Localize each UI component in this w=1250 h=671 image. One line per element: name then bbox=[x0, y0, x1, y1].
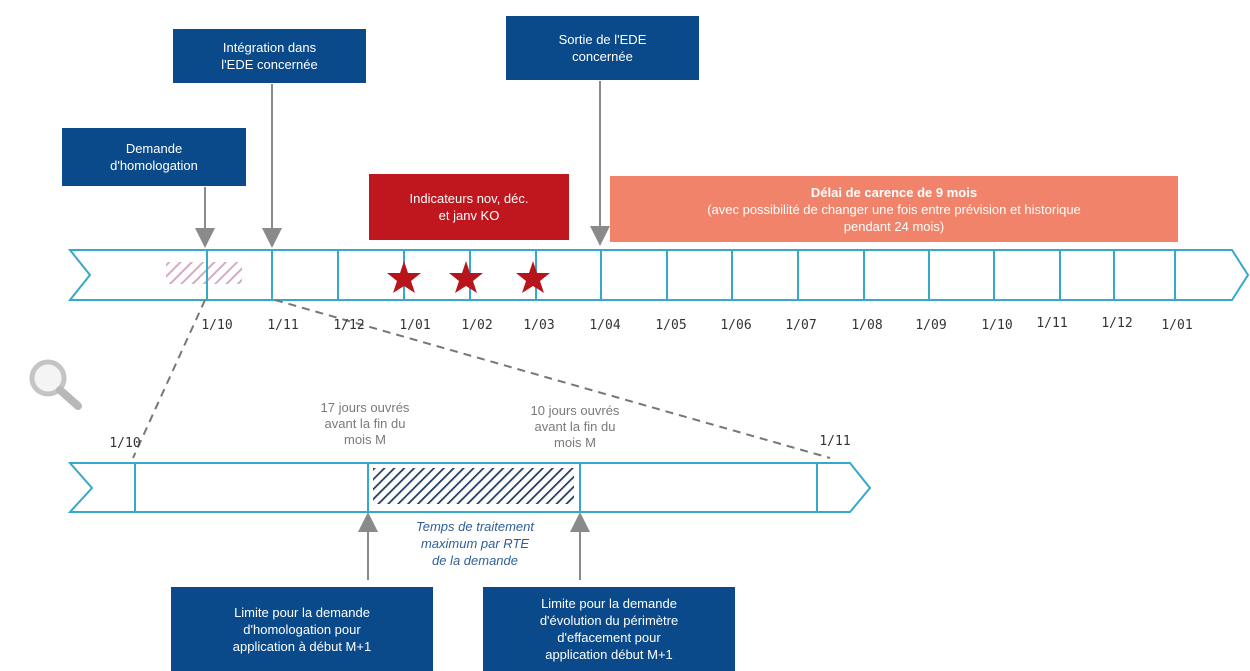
pending-hatch bbox=[166, 262, 242, 284]
month-label: 1/01 bbox=[399, 318, 431, 333]
indicators-ko-box: Indicateurs nov, déc. et janv KO bbox=[369, 174, 569, 240]
month-label: 1/12 bbox=[333, 318, 365, 333]
month-label: 1/06 bbox=[720, 318, 752, 333]
homologation-request-box: Demande d'homologation bbox=[62, 128, 246, 186]
month-label: 1/09 bbox=[915, 318, 947, 333]
zoom-line-right bbox=[274, 299, 831, 459]
month-label: 1/11 bbox=[267, 318, 299, 333]
ko-stars bbox=[387, 261, 550, 293]
limit-homologation-box: Limite pour la demande d'homologation po… bbox=[171, 587, 433, 671]
zoom-timeline-dividers bbox=[134, 463, 818, 512]
month-label: 1/05 bbox=[655, 318, 687, 333]
month-label: 1/08 bbox=[851, 318, 883, 333]
processing-hatch bbox=[373, 468, 574, 504]
month-label: 1/10 bbox=[201, 318, 233, 333]
limit-perimeter-box: Limite pour la demande d'évolution du pé… bbox=[483, 587, 735, 671]
ede-exit-box: Sortie de l'EDE concernée bbox=[506, 16, 699, 80]
month-label: 1/02 bbox=[461, 318, 493, 333]
processing-time-note: Temps de traitement maximum par RTE de l… bbox=[415, 519, 535, 568]
main-timeline bbox=[67, 249, 1250, 301]
waiting-period-box: Délai de carence de 9 mois (avec possibi… bbox=[610, 176, 1178, 242]
zoom-line-left bbox=[132, 299, 206, 459]
month-label: 1/01 bbox=[1161, 318, 1193, 333]
month-label: 1/04 bbox=[589, 318, 621, 333]
note-17-days: 17 jours ouvrés avant la fin du mois M bbox=[320, 400, 410, 447]
zoom-end-label: 1/11 bbox=[819, 434, 851, 449]
month-label: 1/07 bbox=[785, 318, 817, 333]
waiting-period-detail: (avec possibilité de changer une fois en… bbox=[707, 201, 1081, 234]
star-icon bbox=[449, 261, 483, 293]
month-label: 1/03 bbox=[523, 318, 555, 333]
star-icon bbox=[516, 261, 550, 293]
star-icon bbox=[387, 261, 421, 293]
month-label: 1/12 bbox=[1101, 316, 1133, 331]
month-label: 1/10 bbox=[981, 318, 1013, 333]
waiting-period-title: Délai de carence de 9 mois bbox=[810, 184, 978, 200]
month-label: 1/11 bbox=[1036, 316, 1068, 331]
note-10-days: 10 jours ouvrés avant la fin du mois M bbox=[530, 403, 620, 450]
ede-integration-box: Intégration dans l'EDE concernée bbox=[173, 29, 366, 83]
zoom-start-label: 1/10 bbox=[109, 436, 141, 451]
magnifier-icon bbox=[29, 359, 82, 410]
